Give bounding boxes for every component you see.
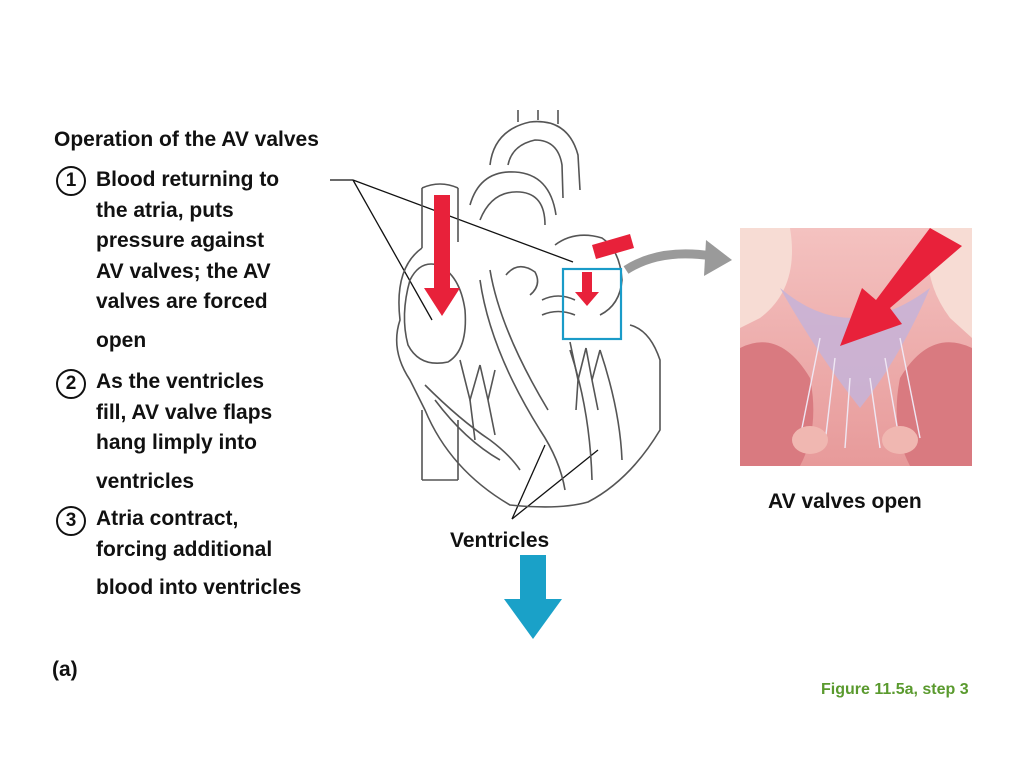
step-3-line: forcing additional (96, 537, 273, 561)
ventricles-label: Ventricles (450, 529, 550, 552)
step-2-line: fill, AV valve flaps (96, 400, 273, 424)
step-1-line: pressure against (96, 229, 265, 252)
step-3-line: Atria contract, (96, 507, 239, 530)
blue-down-arrow-icon (504, 555, 562, 639)
step-1-text: Blood returning to the atria, puts press… (96, 165, 336, 356)
step-3-number: 3 (56, 506, 86, 536)
av-valve-closeup-image (740, 228, 972, 466)
step-1-line: open (96, 328, 147, 352)
figure-caption: Figure 11.5a, step 3 (821, 681, 969, 698)
step-2-number: 2 (56, 369, 86, 399)
step-2-line: hang limply into (96, 431, 257, 454)
closeup-red-arrow (840, 228, 962, 346)
red-arrow-vein (592, 234, 634, 259)
step-2-line: As the ventricles (96, 370, 265, 393)
step-1-line: valves are forced (96, 290, 268, 313)
small-red-arrow-shaft (582, 272, 592, 294)
step-2-text: As the ventricles fill, AV valve flaps h… (96, 367, 336, 497)
heart-illustration (395, 110, 661, 508)
step-1-number: 1 (56, 166, 86, 196)
zoom-box (561, 267, 623, 341)
red-arrow-head (424, 288, 460, 316)
diagram-title: Operation of the AV valves (54, 128, 319, 151)
step-2-line: ventricles (96, 469, 195, 493)
red-arrow-shaft (434, 195, 450, 290)
step-3-line: blood into ventricles (96, 576, 302, 599)
step-1-line: Blood returning to (96, 168, 280, 191)
av-valves-open-label: AV valves open (768, 490, 922, 513)
step-1-line: AV valves; the AV (96, 259, 271, 283)
zoom-arrow-icon (623, 240, 732, 276)
step-1-line: the atria, puts (96, 198, 234, 222)
small-red-arrow-head (575, 292, 599, 306)
step-3-text: Atria contract, forcing additional blood… (96, 504, 336, 604)
panel-label: (a) (52, 658, 78, 681)
